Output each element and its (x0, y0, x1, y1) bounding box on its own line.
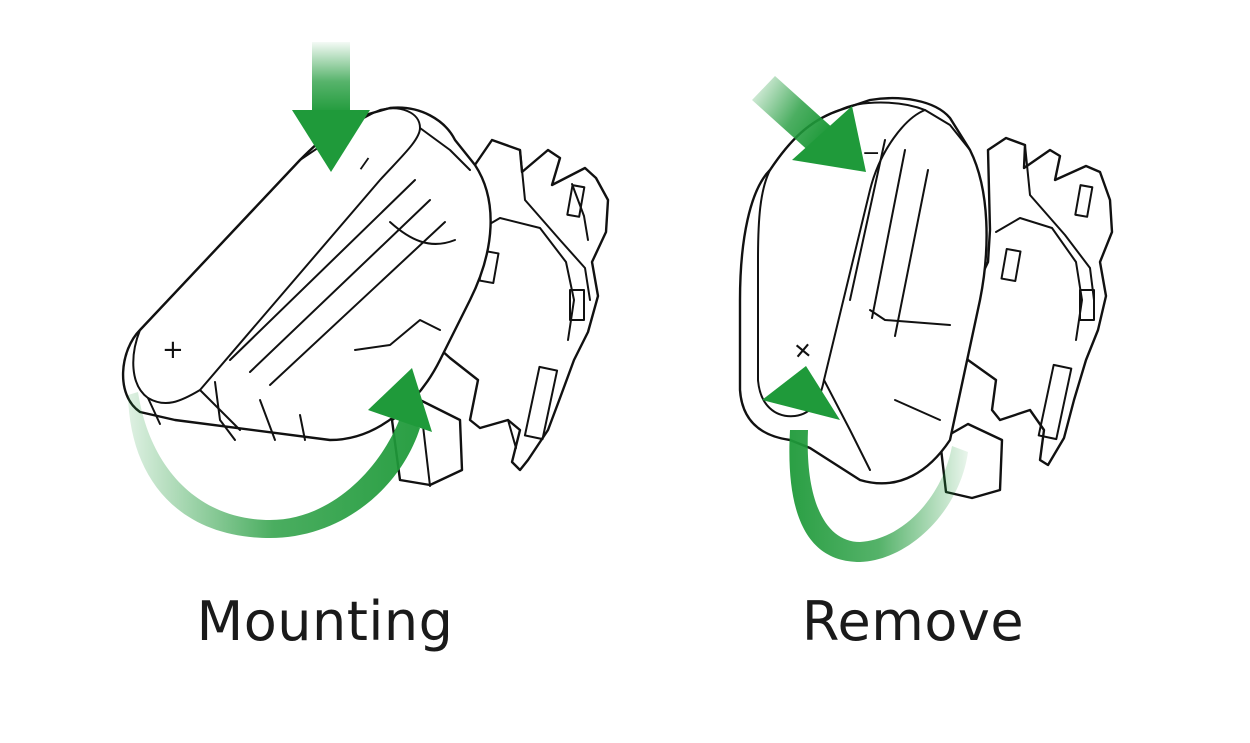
right-diagonal-arrow-icon (752, 76, 866, 172)
mounting-figure: + − (123, 42, 608, 538)
mounting-caption: Mounting (125, 590, 525, 653)
remove-figure: + − (740, 76, 1112, 562)
right-device: + − (740, 98, 987, 483)
left-device: + − (123, 108, 491, 440)
right-minus-mark: − (862, 141, 880, 166)
remove-caption: Remove (713, 590, 1113, 653)
left-plus-mark: + (162, 335, 184, 365)
